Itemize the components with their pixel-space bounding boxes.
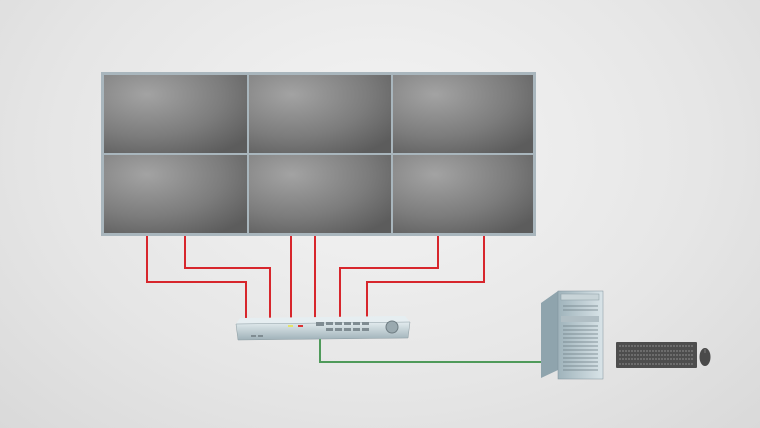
display-panel <box>249 155 391 233</box>
video-cables <box>146 235 485 318</box>
jog-dial-icon <box>385 320 399 334</box>
vent-icon <box>563 305 598 371</box>
display-panel <box>393 75 533 153</box>
video-cable-6 <box>366 235 485 318</box>
status-led-yellow <box>288 325 293 327</box>
video-cable-1 <box>146 235 247 318</box>
pc-cable <box>319 338 546 363</box>
video-cable-2 <box>184 235 271 318</box>
keyboard <box>616 342 697 368</box>
video-cable-5 <box>339 235 439 318</box>
mouse <box>699 348 711 366</box>
status-led-red <box>298 325 303 327</box>
display-panel <box>104 75 247 153</box>
video-wall <box>101 72 536 236</box>
controller-buttons <box>251 322 369 337</box>
video-wall-controller <box>235 316 411 341</box>
display-panel <box>249 75 391 153</box>
pc-tower <box>541 290 604 380</box>
display-panel <box>393 155 533 233</box>
display-panel <box>104 155 247 233</box>
